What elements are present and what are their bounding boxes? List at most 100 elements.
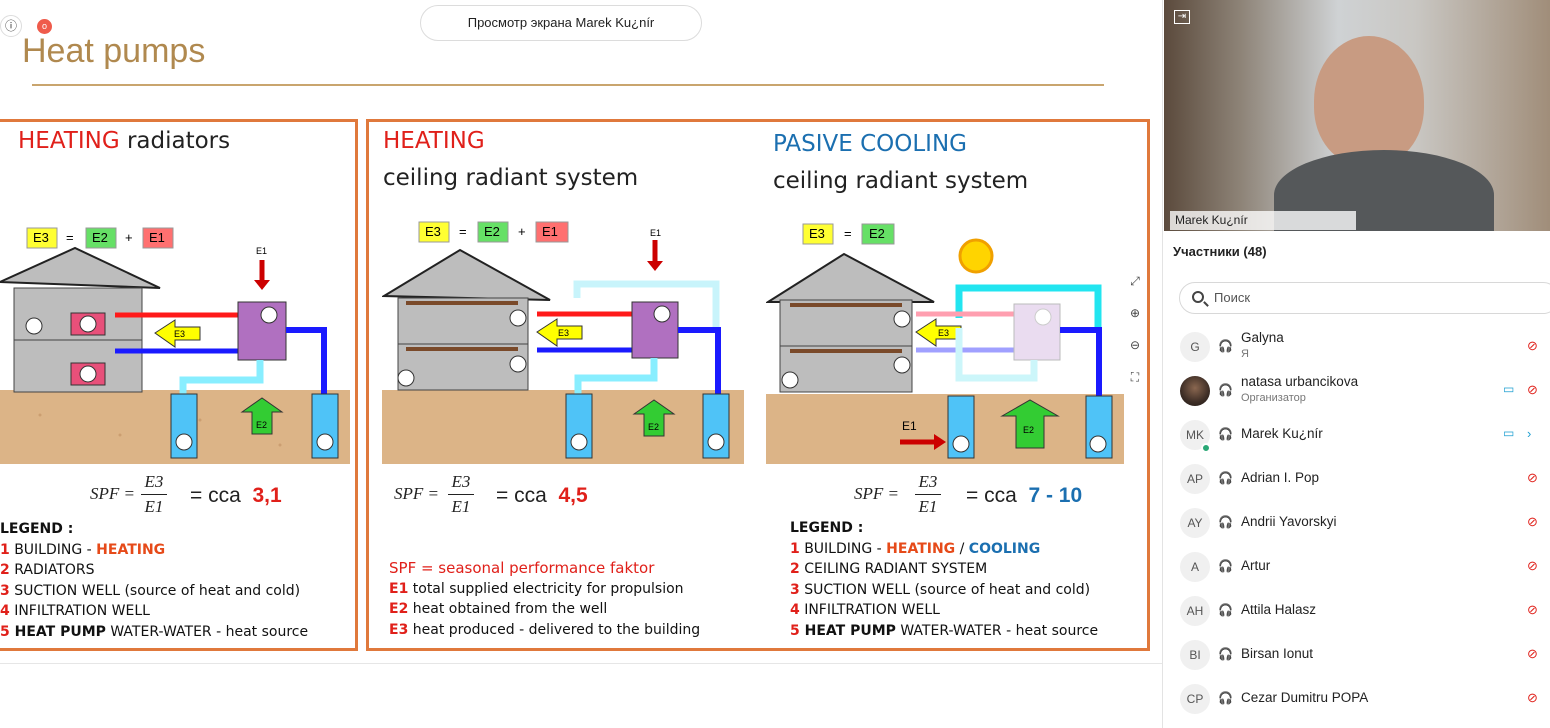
mic-muted-icon[interactable]: ⊘ <box>1527 470 1538 485</box>
speaker-video[interactable]: ⇥ Marek Ku¿nír <box>1164 0 1550 231</box>
headset-icon: 🎧 <box>1218 647 1233 661</box>
zoom-controls: ⤢ ⊕ ⊖ ⛶ <box>1124 265 1146 395</box>
mic-muted-icon[interactable]: › <box>1527 426 1532 441</box>
spf-line-heat <box>448 494 474 495</box>
headset-icon: 🎧 <box>1218 339 1233 353</box>
search-placeholder: Поиск <box>1214 290 1251 305</box>
eq-e3: E3 <box>33 230 49 245</box>
arrow-e2: E2 <box>256 420 267 430</box>
stage-footer <box>0 663 1162 728</box>
record-indicator-icon: o <box>37 19 52 34</box>
avatar: AP <box>1180 464 1210 494</box>
avatar <box>1180 376 1210 406</box>
participants-search-input[interactable]: Поиск <box>1179 282 1550 314</box>
zoom-in-icon[interactable]: ⊕ <box>1129 306 1141 320</box>
panel1-heading: HEATING radiators <box>18 128 231 154</box>
fullscreen-icon[interactable]: ⤢ <box>1130 274 1140 288</box>
spf-den-heat: E1 <box>451 497 471 516</box>
svg-text:E3: E3 <box>425 224 441 239</box>
spf-result-cool: = cca 7 - 10 <box>966 484 1083 507</box>
headset-icon: 🎧 <box>1218 515 1233 529</box>
headset-icon: 🎧 <box>1218 559 1233 573</box>
participant-name: Adrian I. Pop <box>1241 470 1320 485</box>
svg-text:E2: E2 <box>484 224 500 239</box>
spf-den-cool: E1 <box>918 497 938 516</box>
passive-cooling-diagram: E3 = E2 E3 E1 E2 <box>766 223 1124 464</box>
mic-muted-icon[interactable]: ⊘ <box>1527 690 1538 705</box>
collapse-video-icon[interactable]: ⇥ <box>1174 10 1190 24</box>
avatar: AH <box>1180 596 1210 626</box>
slide-title: Heat pumps <box>22 32 206 70</box>
spf-result: = cca 3,1 <box>190 484 282 507</box>
svg-text:E3: E3 <box>938 328 949 338</box>
spf-definitions: SPF = seasonal performance faktor E1 tot… <box>389 559 701 638</box>
headset-icon: 🎧 <box>1218 427 1233 441</box>
participant-role: Организатор <box>1241 392 1306 404</box>
headset-icon: 🎧 <box>1218 471 1233 485</box>
mic-muted-icon[interactable]: ⊘ <box>1527 558 1538 573</box>
spf-num-cool: E3 <box>918 472 938 491</box>
avatar: CP <box>1180 684 1210 714</box>
svg-text:E3: E3 <box>809 226 825 241</box>
headset-icon: 🎧 <box>1218 603 1233 617</box>
spf-result-heat: = cca 4,5 <box>496 484 588 507</box>
spf-fraction-line <box>141 494 167 495</box>
spf-num-heat: E3 <box>451 472 471 491</box>
avatar: A <box>1180 552 1210 582</box>
screen-share-banner[interactable]: Просмотр экрана Marek Ku¿nír <box>420 5 702 41</box>
online-status-icon <box>1201 443 1211 453</box>
spf-lhs-heat: SPF = <box>394 484 439 503</box>
svg-text:E2: E2 <box>1023 425 1034 435</box>
participant-name: Galyna <box>1241 330 1284 345</box>
participant-row[interactable]: AY 🎧 Andrii Yavorskyi ⊘ <box>1163 502 1550 546</box>
participant-row[interactable]: MK🎧Marek Ku¿nír▭› <box>1163 414 1550 458</box>
zoom-out-icon[interactable]: ⊖ <box>1129 338 1141 352</box>
mic-muted-icon[interactable]: ⊘ <box>1527 514 1538 529</box>
svg-text:=: = <box>844 226 852 241</box>
svg-text:+: + <box>518 224 526 239</box>
eq-e1: E1 <box>149 230 165 245</box>
participant-row[interactable]: A🎧Artur⊘ <box>1163 546 1550 590</box>
participant-name: Andrii Yavorskyi <box>1241 514 1337 529</box>
spf-line-cool <box>915 494 941 495</box>
participant-row[interactable]: BI🎧Birsan Ionut⊘ <box>1163 634 1550 678</box>
participant-name: Cezar Dumitru POPA <box>1241 690 1369 705</box>
svg-text:E2: E2 <box>869 226 885 241</box>
participant-row[interactable]: CP 🎧 Cezar Dumitru POPA ⊘ <box>1163 678 1550 722</box>
svg-text:E1: E1 <box>902 419 917 433</box>
spf-lhs-cool: SPF = <box>854 484 899 503</box>
participant-row[interactable]: AH 🎧 Attila Halasz ⊘ <box>1163 590 1550 634</box>
camera-icon[interactable]: ▭ <box>1503 426 1515 440</box>
svg-text:=: = <box>459 224 467 239</box>
mic-muted-icon[interactable]: ⊘ <box>1527 338 1538 353</box>
fit-icon[interactable]: ⛶ <box>1130 370 1140 384</box>
panel2-heating-label: HEATING <box>383 128 485 154</box>
participant-name: Birsan Ionut <box>1241 646 1314 661</box>
spf-denominator: E1 <box>144 497 164 516</box>
panel1-legend: LEGEND : 1 BUILDING - HEATING 2 RADIATOR… <box>0 521 309 640</box>
ceiling-heating-diagram: E3 = E2 + E1 E3 E1 E2 <box>382 221 744 464</box>
headset-icon: 🎧 <box>1218 691 1233 705</box>
svg-text:E1: E1 <box>650 228 661 238</box>
participant-row[interactable]: AP 🎧 Adrian I. Pop ⊘ <box>1163 458 1550 502</box>
shared-screen: ⓘ o Просмотр экрана Marek Ku¿nír Heat pu… <box>0 5 1150 651</box>
speaker-face <box>1314 36 1424 166</box>
avatar: AY <box>1180 508 1210 538</box>
panel2-heating-sub: ceiling radiant system <box>383 165 639 191</box>
camera-icon[interactable]: ▭ <box>1503 382 1515 396</box>
mic-muted-icon[interactable]: ⊘ <box>1527 382 1538 397</box>
eq-plus: + <box>125 230 133 245</box>
arrow-e3: E3 <box>174 329 185 339</box>
info-icon[interactable]: ⓘ <box>0 15 22 37</box>
panel2-cooling-label: PASIVE COOLING <box>773 131 967 157</box>
mic-muted-icon[interactable]: ⊘ <box>1527 602 1538 617</box>
headset-icon: 🎧 <box>1218 383 1233 397</box>
radiator-system-diagram: E3 = E2 + E1 E3 E1 E2 <box>0 227 350 464</box>
participant-name: Attila Halasz <box>1241 602 1317 617</box>
eq-equals: = <box>66 230 74 245</box>
participant-role: Я <box>1241 348 1249 360</box>
panel2-legend: LEGEND : 1 BUILDING - HEATING / COOLING … <box>790 520 1099 639</box>
mic-muted-icon[interactable]: ⊘ <box>1527 646 1538 661</box>
